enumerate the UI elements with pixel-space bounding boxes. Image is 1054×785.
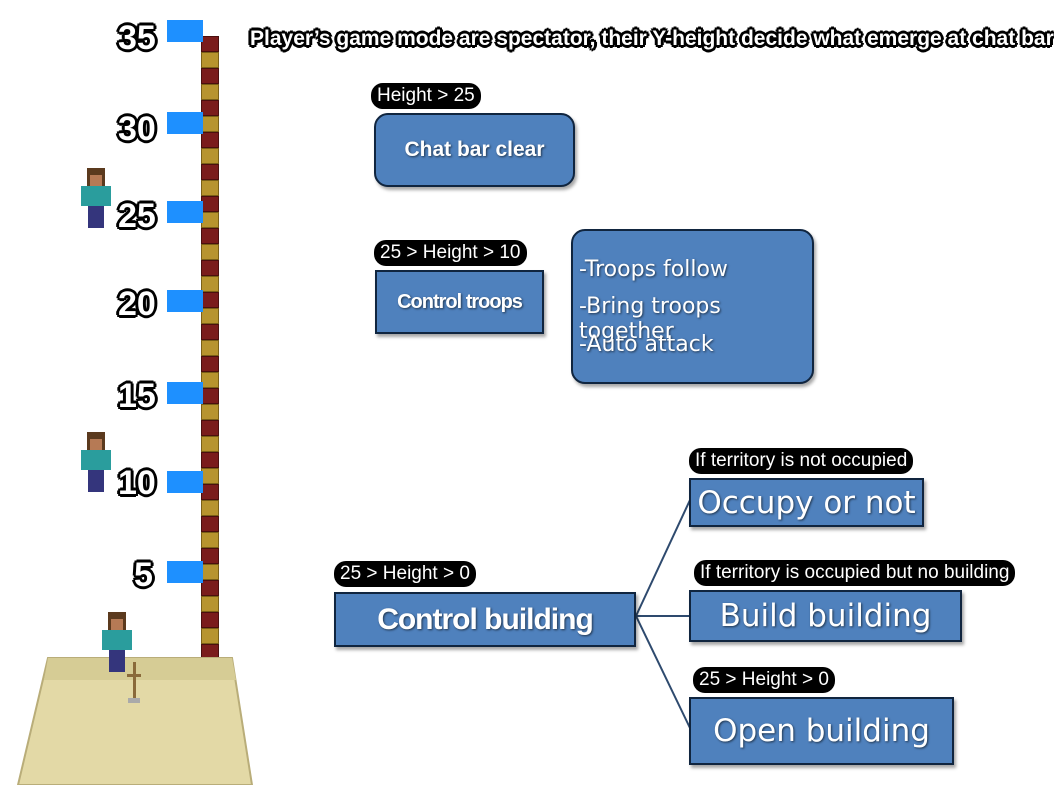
tower-block	[201, 564, 219, 580]
tower-block	[201, 628, 219, 644]
tower-block	[201, 52, 219, 68]
tower-block	[201, 404, 219, 420]
height-marker-10	[167, 471, 203, 493]
tower-block	[201, 548, 219, 564]
build-building-label: Build building	[719, 598, 932, 634]
height-marker-5	[167, 561, 203, 583]
tower-block	[201, 324, 219, 340]
condition-height-above-25: Height > 25	[371, 83, 481, 109]
control-troops-label: Control troops	[397, 290, 523, 313]
tower-block	[201, 196, 219, 212]
tower-block	[201, 260, 219, 276]
height-marker-15	[167, 382, 203, 404]
tower-block	[201, 244, 219, 260]
chat-bar-clear-box: Chat bar clear	[374, 113, 575, 187]
height-label-10: 10	[118, 464, 156, 502]
build-building-box: Build building	[689, 590, 962, 642]
control-building-box: Control building	[334, 592, 636, 647]
tower-block	[201, 36, 219, 52]
height-label-30: 30	[118, 110, 156, 148]
sand-platform	[16, 657, 254, 785]
detail-bring-troops-together: -Bring troops together	[579, 294, 721, 344]
height-marker-25	[167, 201, 203, 223]
height-label-15: 15	[118, 377, 156, 415]
height-label-20: 20	[118, 285, 156, 323]
player-figure-25	[80, 168, 111, 234]
tower-block	[201, 212, 219, 228]
height-label-35: 35	[118, 19, 156, 57]
tower-block	[201, 228, 219, 244]
chat-bar-clear-label: Chat bar clear	[404, 138, 545, 161]
open-building-label: Open building	[713, 713, 930, 749]
tower-block	[201, 436, 219, 452]
condition-troops: 25 > Height > 10	[374, 240, 527, 266]
tower-block	[201, 164, 219, 180]
tower-block	[201, 468, 219, 484]
tower-block	[201, 116, 219, 132]
detail-troops-follow: -Troops follow	[579, 257, 728, 282]
tower-block	[201, 516, 219, 532]
tower-block	[201, 372, 219, 388]
control-building-label: Control building	[377, 602, 594, 636]
tower-block	[201, 596, 219, 612]
tower-block	[201, 580, 219, 596]
tower-block	[201, 420, 219, 436]
condition-building: 25 > Height > 0	[334, 561, 476, 587]
tower-block	[201, 612, 219, 628]
tower-block	[201, 388, 219, 404]
tower-block	[201, 68, 219, 84]
height-marker-35	[167, 20, 203, 42]
tower-block	[201, 452, 219, 468]
tower-block	[201, 180, 219, 196]
condition-not-occupied: If territory is not occupied	[689, 448, 914, 474]
diagram-caption: Player’s game mode are spectator, their …	[250, 27, 1054, 50]
height-marker-30	[167, 112, 203, 134]
height-label-5: 5	[134, 556, 153, 594]
open-building-box: Open building	[689, 697, 954, 765]
troops-details-box: -Troops follow -Bring troops together -A…	[571, 229, 814, 384]
player-figure-ground	[101, 612, 132, 678]
condition-occupied-no-building: If territory is occupied but no building	[694, 560, 1016, 586]
player-figure-10	[80, 432, 111, 498]
tower-block	[201, 340, 219, 356]
tower-block	[201, 308, 219, 324]
tower-block	[201, 500, 219, 516]
tower-block	[201, 100, 219, 116]
height-marker-20	[167, 290, 203, 312]
tower-block	[201, 356, 219, 372]
tower-block	[201, 84, 219, 100]
tower-block	[201, 132, 219, 148]
detail-auto-attack: -Auto attack	[579, 332, 714, 357]
branch-connectors	[635, 499, 691, 729]
height-label-25: 25	[118, 197, 156, 235]
tower-block	[201, 292, 219, 308]
condition-open-building: 25 > Height > 0	[693, 667, 835, 693]
occupy-or-not-box: Occupy or not	[689, 478, 924, 527]
tower-block	[201, 148, 219, 164]
control-troops-box: Control troops	[375, 270, 544, 334]
tower-block	[201, 484, 219, 500]
tower-block	[201, 532, 219, 548]
tower-block	[201, 276, 219, 292]
armor-stand-icon	[127, 662, 141, 704]
occupy-or-not-label: Occupy or not	[697, 484, 916, 521]
